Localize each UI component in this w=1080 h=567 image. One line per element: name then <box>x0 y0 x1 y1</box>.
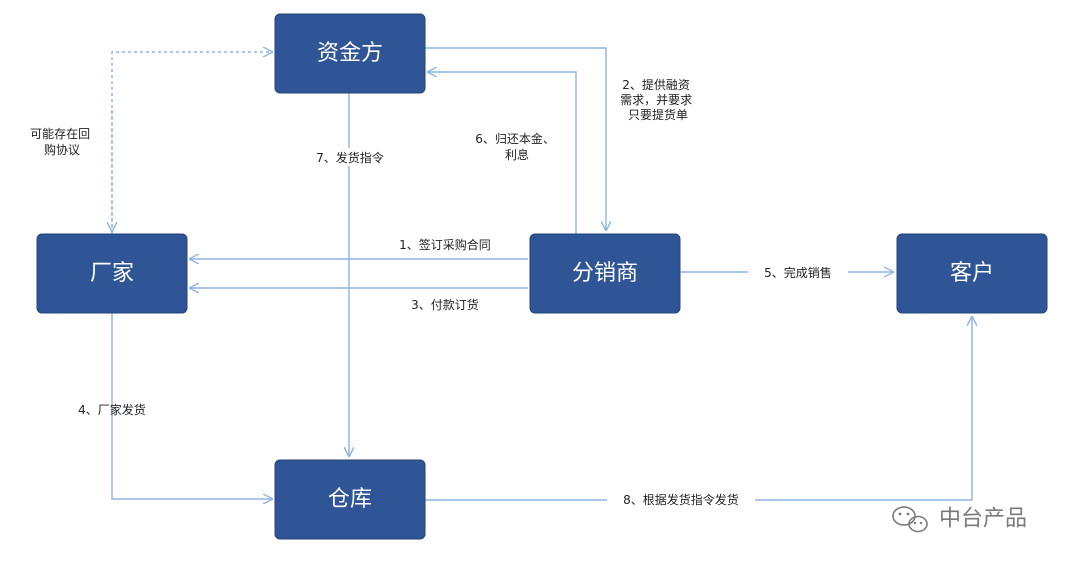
label-4-factory-ship: 4、厂家发货 <box>78 402 146 417</box>
label-3-payment: 3、付款订货 <box>411 297 479 312</box>
node-fund-provider: 资金方 <box>274 13 426 94</box>
node-distributor-label: 分销商 <box>572 261 638 286</box>
edge-6-repay <box>428 72 577 234</box>
label-1-contract: 1、签订采购合同 <box>399 237 491 252</box>
node-warehouse-label: 仓库 <box>328 487 372 512</box>
node-warehouse: 仓库 <box>274 459 426 540</box>
node-manufacturer-label: 厂家 <box>90 261 134 286</box>
node-fund-provider-label: 资金方 <box>317 41 383 66</box>
wechat-icon <box>892 506 928 533</box>
label-5-sale: 5、完成销售 <box>764 265 832 280</box>
label-6-repay: 6、归还本金、 利息 <box>475 131 558 162</box>
watermark-text: 中台产品 <box>939 507 1027 532</box>
node-customer-label: 客户 <box>950 261 994 286</box>
label-8-deliver: 8、根据发货指令发货 <box>623 492 739 507</box>
node-customer: 客户 <box>896 233 1048 314</box>
watermark: 中台产品 <box>892 506 1027 533</box>
edge-buyback-to-fund <box>111 52 272 234</box>
label-7-shipping-order: 7、发货指令 <box>316 150 384 165</box>
node-manufacturer: 厂家 <box>36 233 188 314</box>
node-distributor: 分销商 <box>529 233 681 314</box>
label-2-financing: 2、提供融资 需求，并要求 只要提货单 <box>620 77 696 122</box>
edge-8-deliver <box>425 317 972 501</box>
edge-2-financing-request <box>425 47 606 230</box>
edge-4-factory-ship <box>111 313 272 499</box>
label-buyback: 可能存在回 购协议 <box>30 127 94 157</box>
